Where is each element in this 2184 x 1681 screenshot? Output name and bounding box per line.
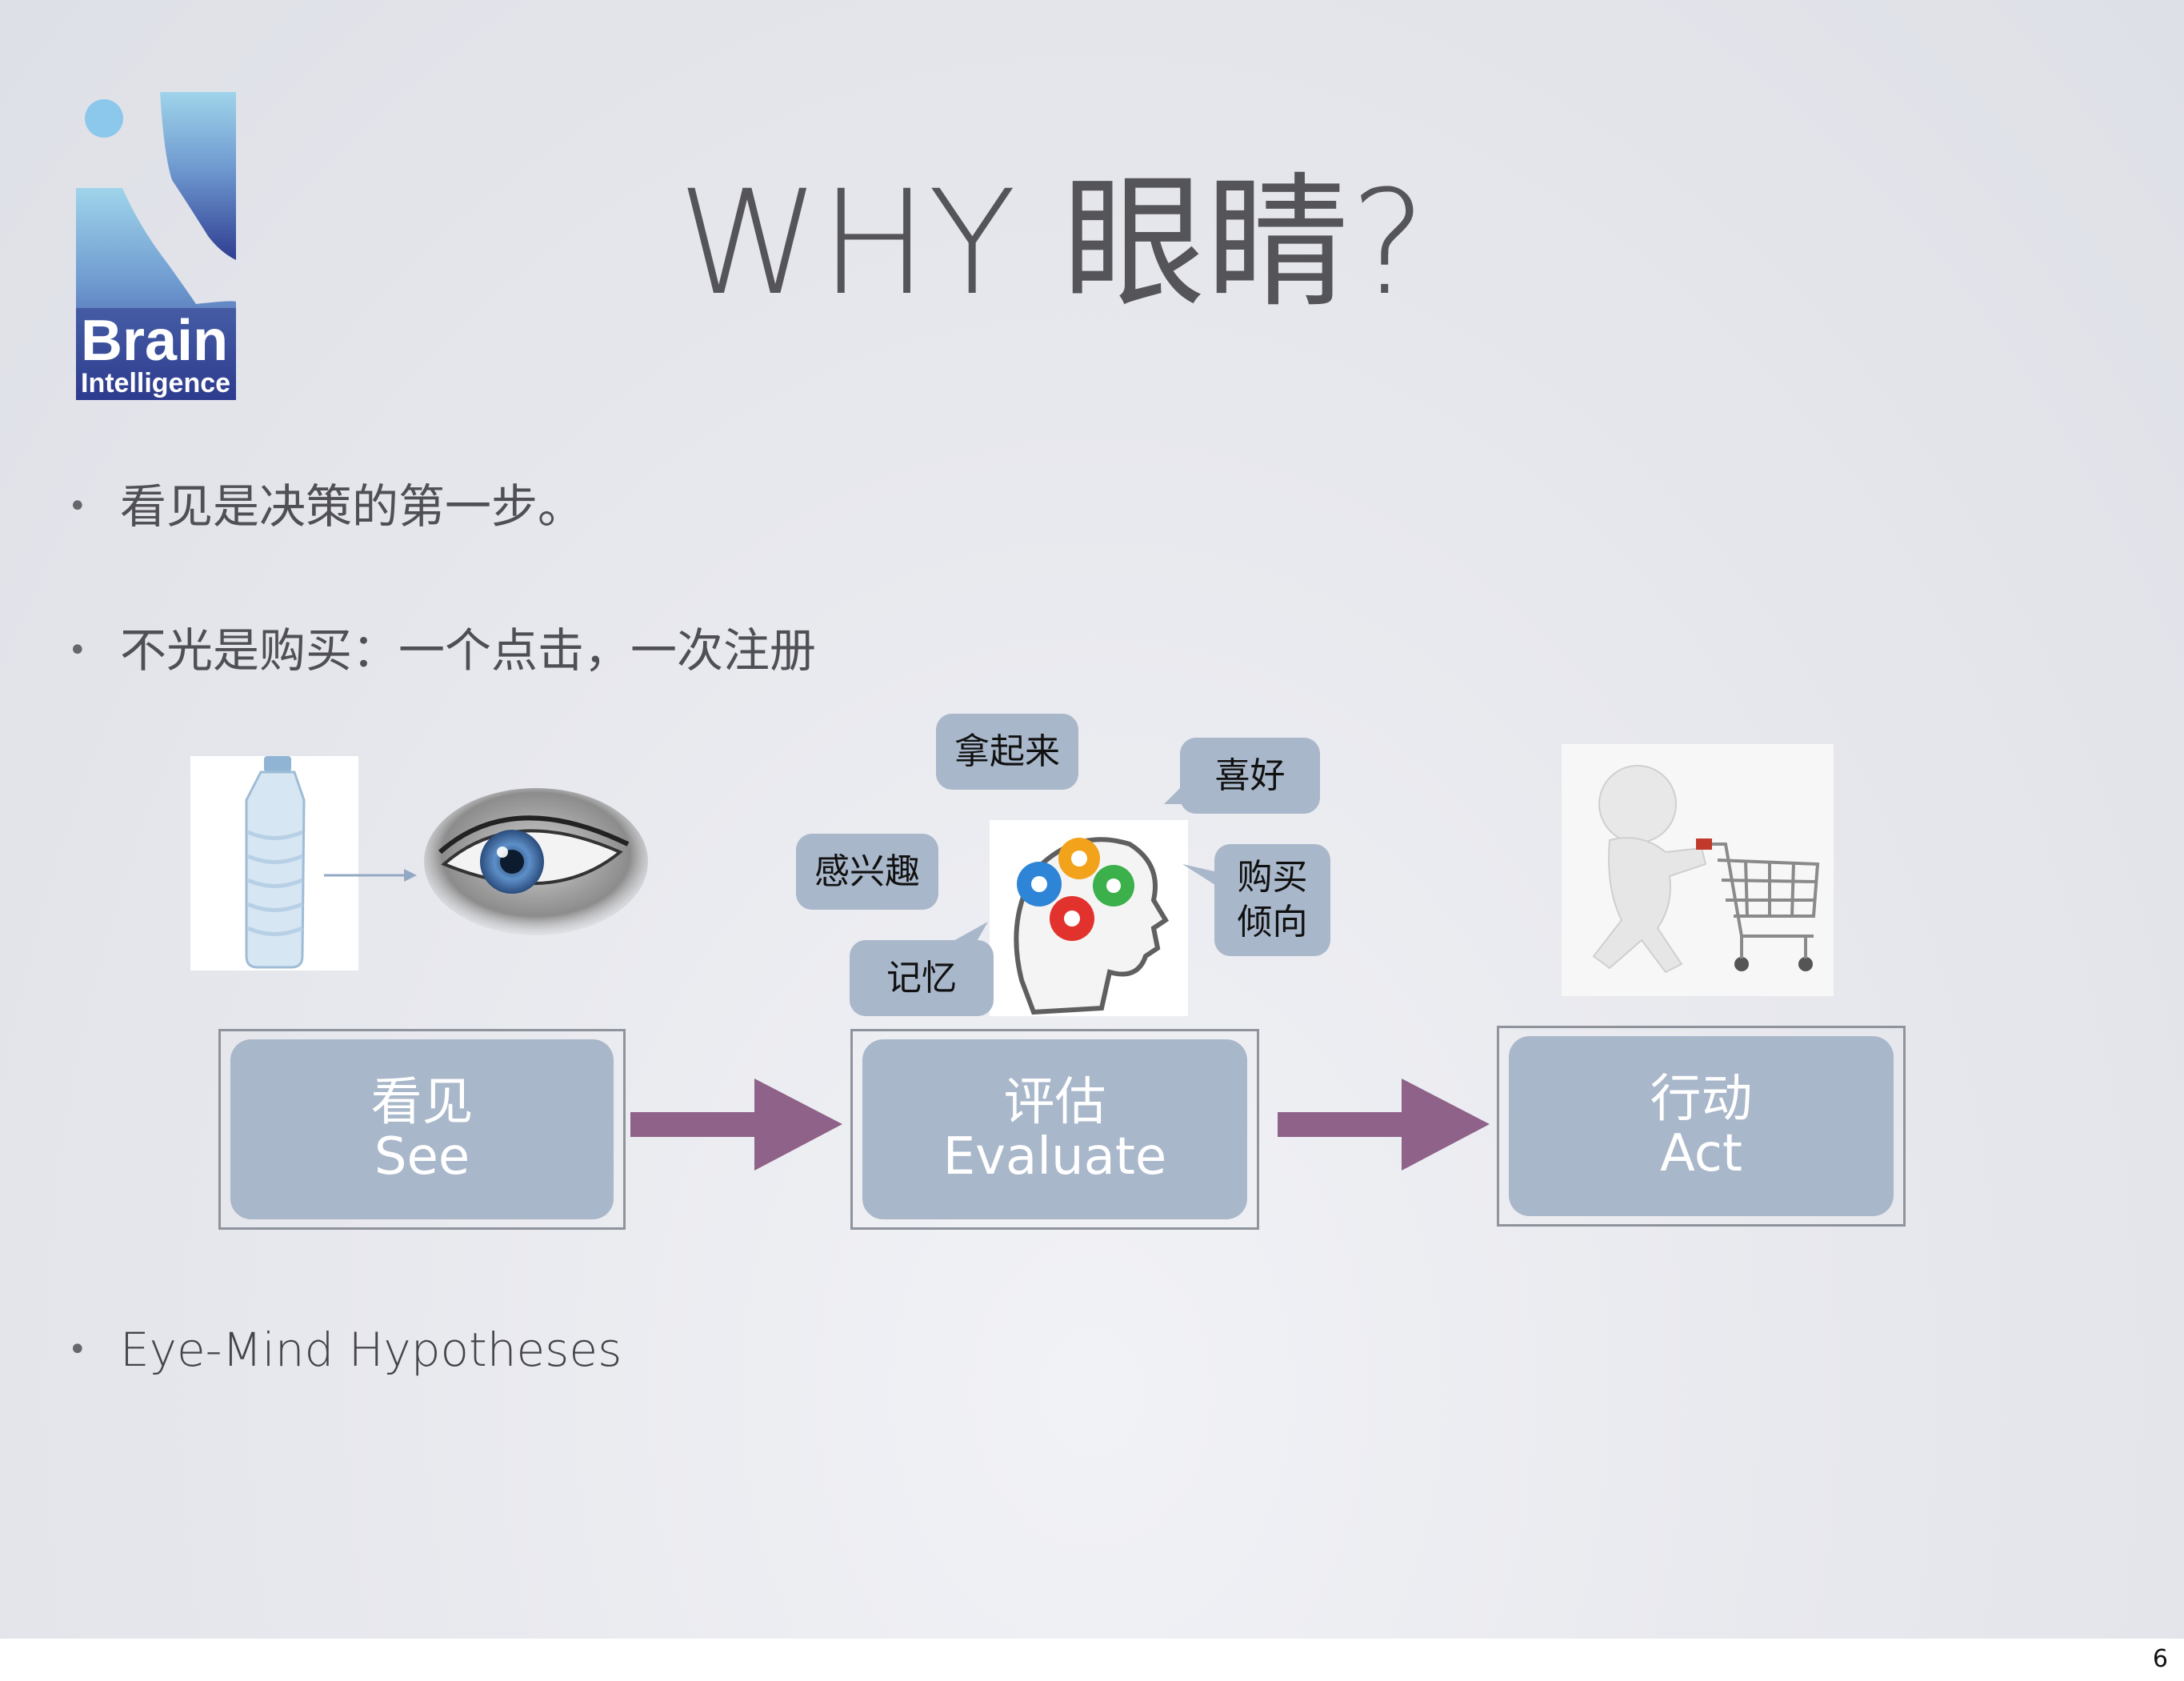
gear-green [1093,865,1134,907]
eye-icon [424,788,648,936]
stage-evaluate-box: 评估 Evaluate [862,1039,1247,1219]
page-number: 6 [2152,1645,2168,1673]
stage-see-zh: 看见 [370,1072,474,1132]
bubble-purchase: 购买 倾向 [1214,844,1330,956]
arrow-right-icon [630,1079,842,1171]
bubble-purchase-text-1: 购买 [1237,857,1308,898]
arrow-right-icon [324,864,420,887]
bubble-pick-up-text: 拿起来 [954,730,1060,772]
gear-red [1050,896,1094,941]
bubble-interest: 感兴趣 [796,834,938,910]
bubble-purchase-text-2: 倾向 [1237,902,1308,943]
bubble-interest-text: 感兴趣 [814,851,920,892]
bubble-like-text: 喜好 [1214,754,1286,796]
shopping-cart-figure-icon [1562,744,1834,996]
slide: Brain Intelligence WHY 眼睛? • 看见是决策的第一步。 … [0,0,2184,1639]
arrow-right-icon [1278,1079,1490,1171]
water-bottle-icon [190,756,358,971]
bubble-memory-text: 记忆 [886,957,957,999]
gear-orange [1058,838,1100,879]
bubble-pick-up: 拿起来 [936,714,1078,790]
stage-act-zh: 行动 [1650,1069,1753,1129]
slide-title: WHY 眼睛? [677,160,1427,327]
bubble-like-tail [1164,780,1188,812]
brain-intelligence-logo: Brain Intelligence [76,92,240,400]
logo-word-intelligence: Intelligence [81,368,230,398]
bullet-text-3: Eye-Mind Hypotheses [120,1323,622,1377]
stage-see: 看见 See [218,1029,626,1230]
bullet-dot-icon: • [68,488,87,525]
bubble-memory: 记忆 [850,940,994,1016]
stage-evaluate-en: Evaluate [942,1127,1167,1187]
logo-word-brain: Brain [81,309,228,373]
bullet-dot-icon: • [68,632,87,669]
bullet-dot-icon: • [68,1331,87,1368]
stage-act-en: Act [1660,1123,1742,1183]
stage-act: 行动 Act [1497,1026,1906,1227]
bullet-text-1: 看见是决策的第一步。 [120,479,585,534]
gear-blue [1017,862,1062,907]
bubble-like: 喜好 [1180,738,1320,814]
stage-evaluate: 评估 Evaluate [850,1029,1259,1230]
bubble-purchase-tail [1182,864,1218,888]
bubble-memory-tail [952,922,988,950]
stage-evaluate-zh: 评估 [1003,1072,1106,1132]
stage-see-box: 看见 See [230,1039,614,1219]
stage-act-box: 行动 Act [1509,1036,1894,1216]
gears-head-icon [990,820,1188,1016]
stage-see-en: See [374,1127,470,1187]
bullet-text-2: 不光是购买：一个点击，一次注册 [120,623,817,678]
